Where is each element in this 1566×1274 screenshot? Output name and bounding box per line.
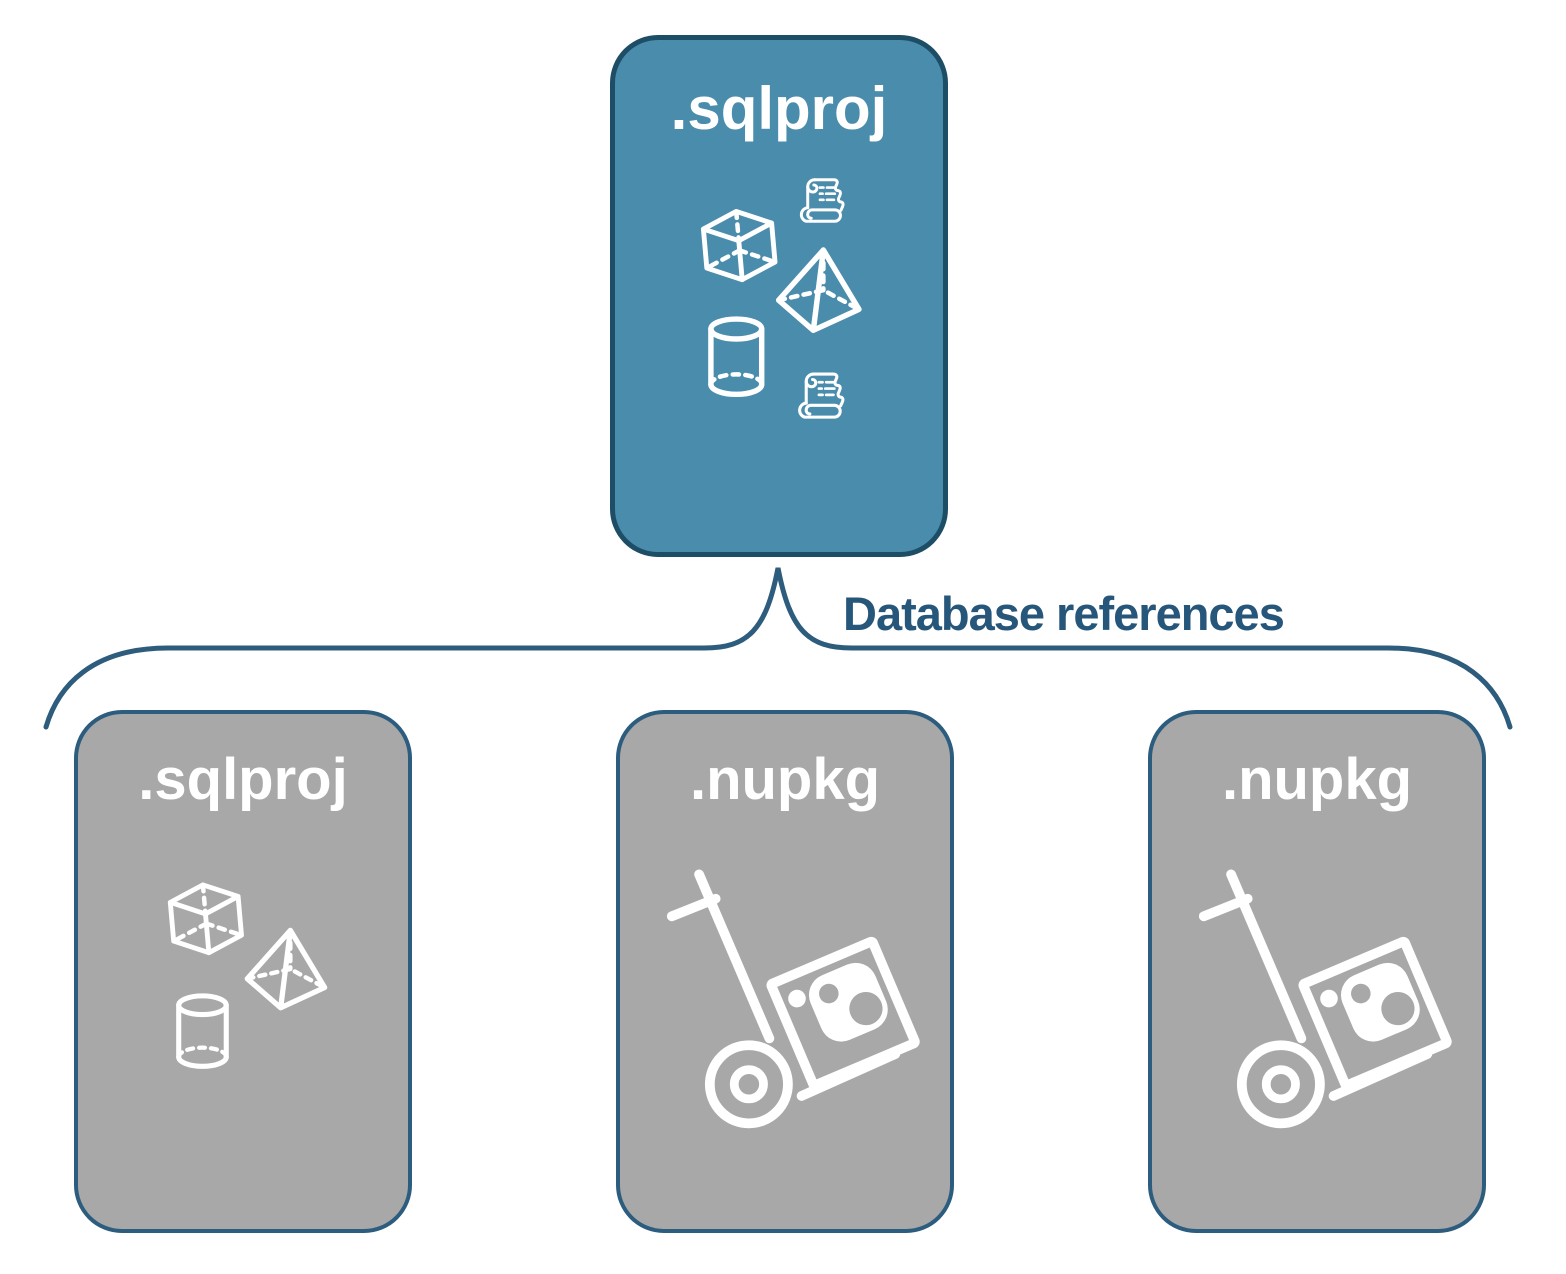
- child-box-title: .nupkg: [689, 747, 881, 812]
- root-box-sqlproj: .sqlproj: [610, 35, 948, 557]
- database-cylinder-icon: [179, 996, 227, 1066]
- child-box-nupkg-1: .nupkg: [616, 710, 954, 1233]
- child-box-title: .nupkg: [1221, 747, 1413, 812]
- cube-icon: [169, 882, 243, 956]
- pyramid-icon: [779, 250, 859, 330]
- pyramid-icon: [247, 930, 324, 1007]
- database-cylinder-icon: [711, 319, 762, 394]
- package-dolly-icon: [1204, 874, 1448, 1123]
- child-box-title: .sqlproj: [138, 747, 348, 812]
- package-dolly-icon: [672, 874, 916, 1123]
- child-box-sqlproj: .sqlproj: [74, 710, 412, 1233]
- root-box-title: .sqlproj: [670, 75, 888, 142]
- script-scroll-icon: [799, 178, 845, 223]
- child-box-nupkg-2: .nupkg: [1148, 710, 1486, 1233]
- cube-icon: [702, 208, 776, 282]
- connector-label: Database references: [843, 587, 1285, 640]
- script-scroll-icon: [798, 372, 845, 419]
